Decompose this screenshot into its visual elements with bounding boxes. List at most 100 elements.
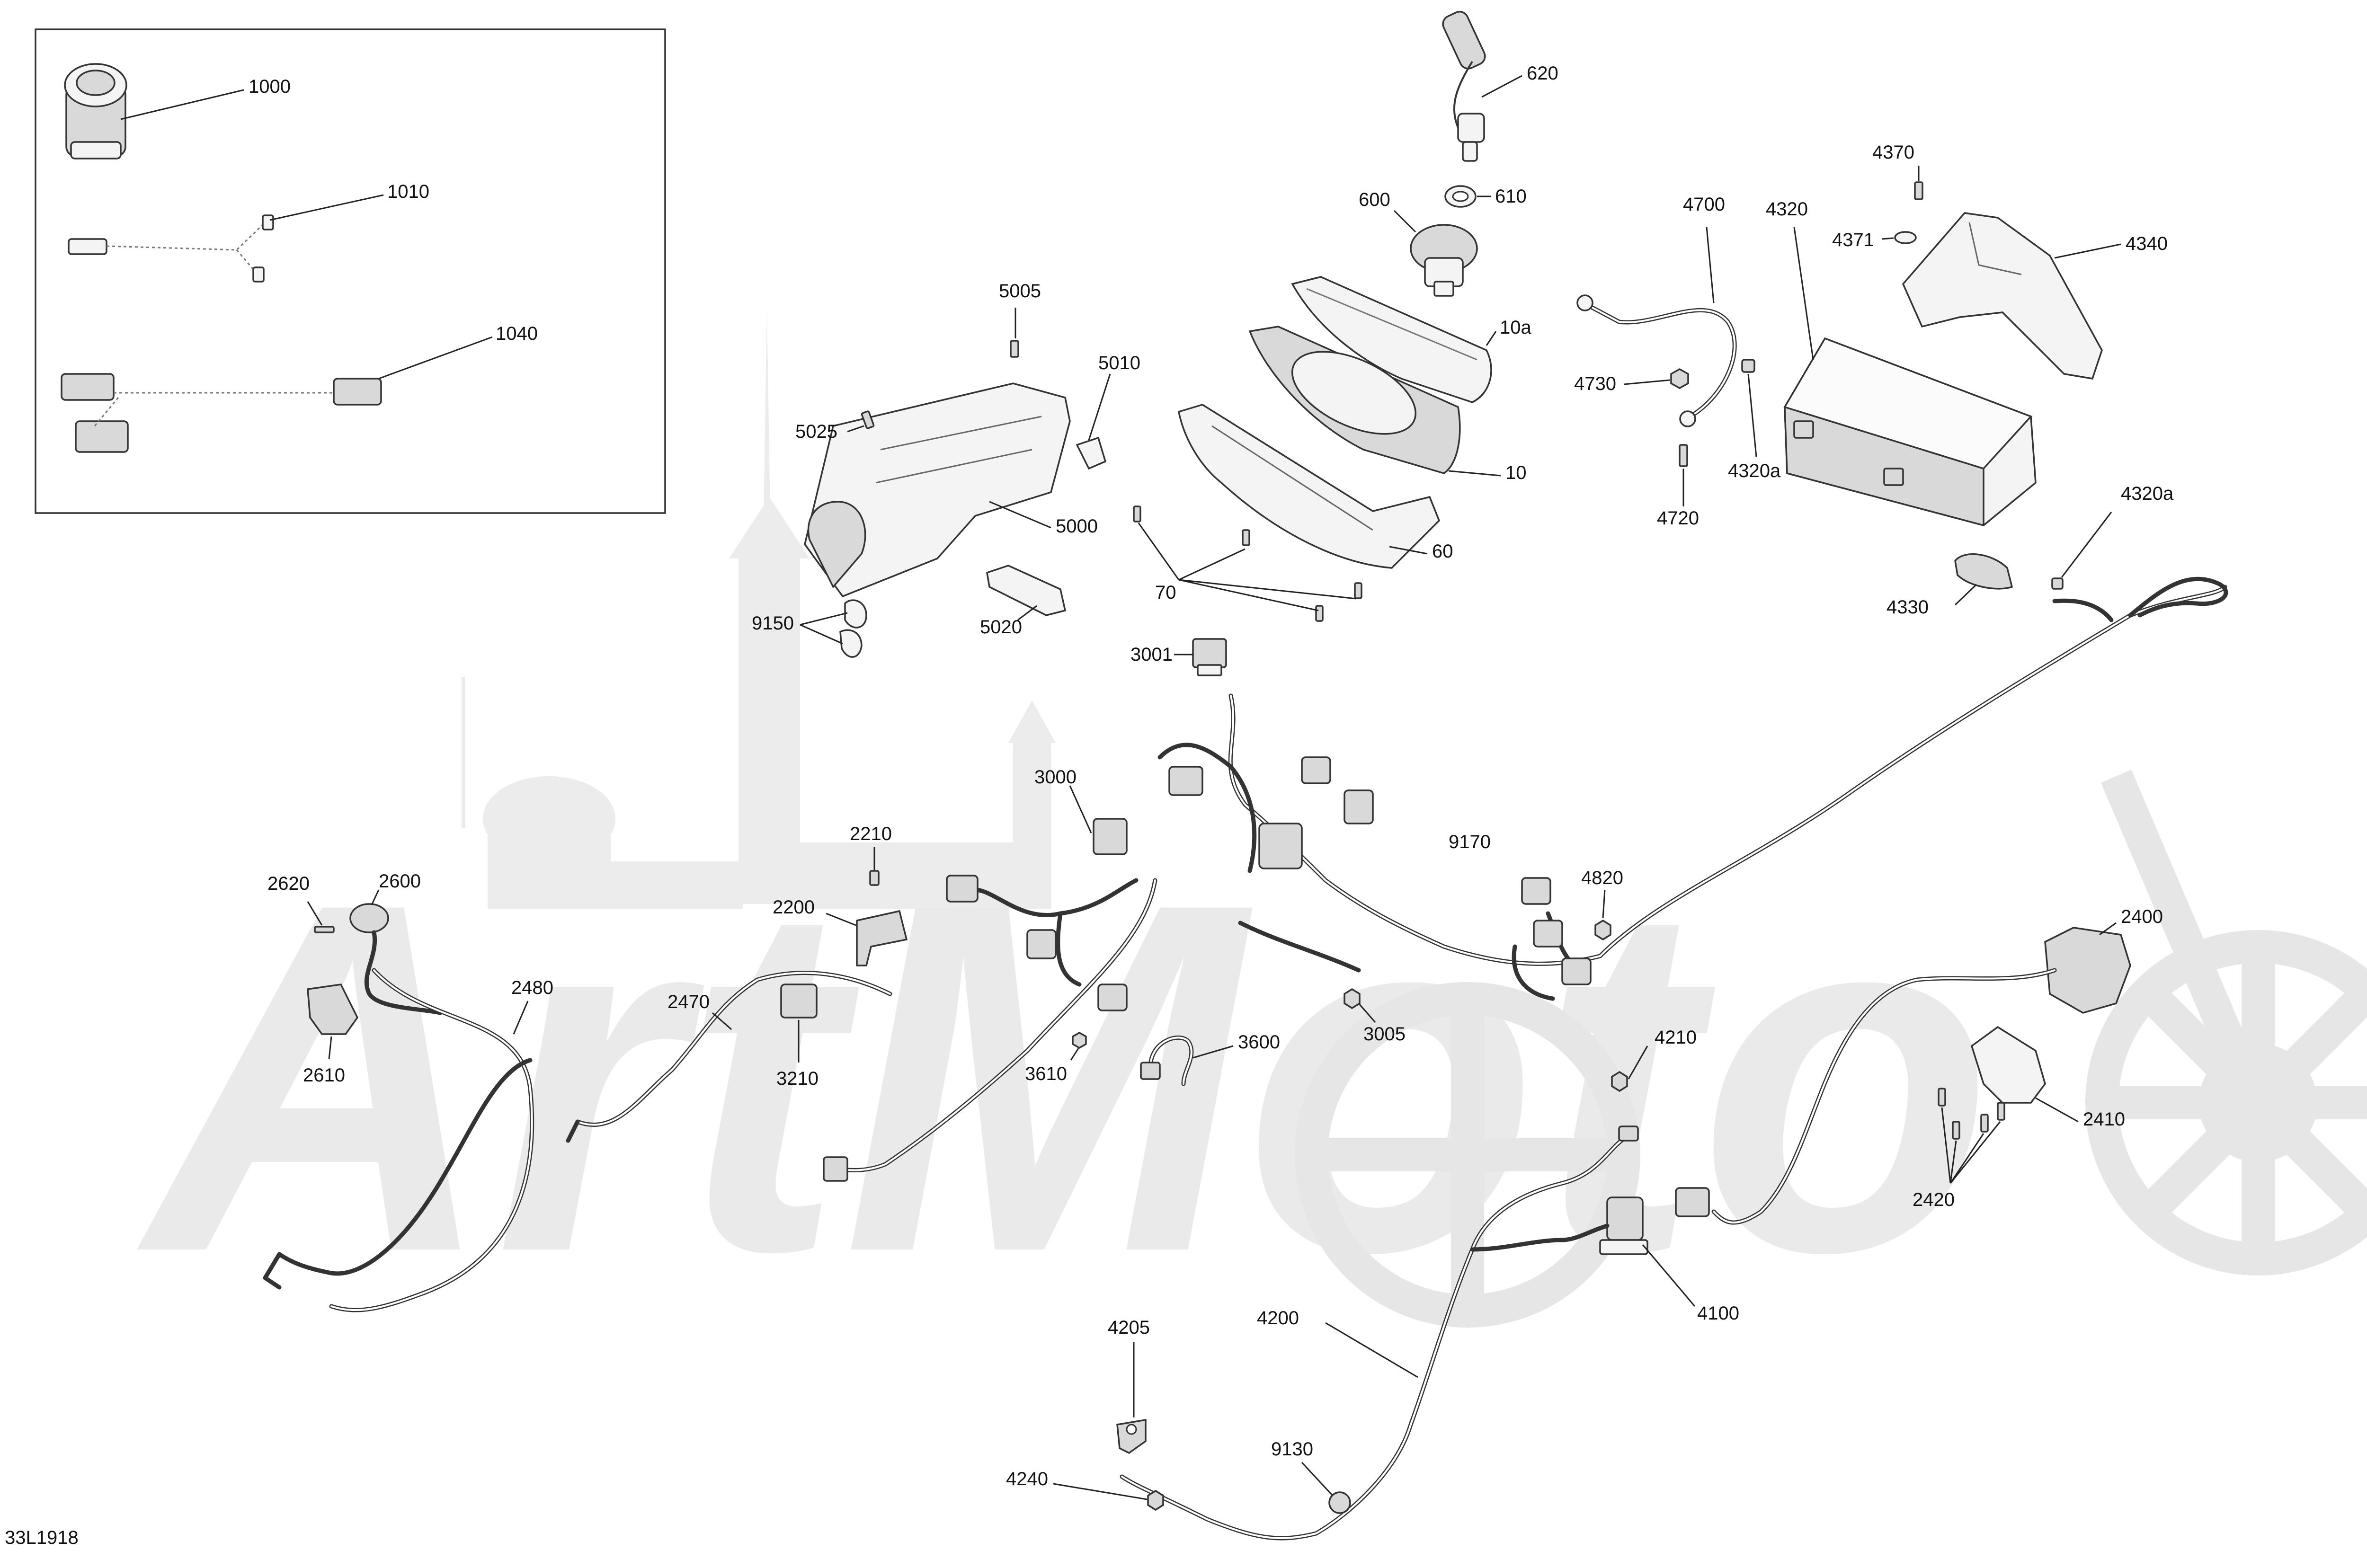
label-600: 600 <box>1359 189 1390 210</box>
label-2610: 2610 <box>303 1065 345 1086</box>
part-5025-screw <box>861 410 875 429</box>
label-2480: 2480 <box>511 977 553 998</box>
drawing-code: 33L1918 <box>5 1527 79 1548</box>
watermark-skyline <box>462 308 1056 909</box>
part-4720-bolt <box>1679 444 1688 467</box>
part-2200-sensor <box>856 910 908 966</box>
part-9130-clip <box>1328 1491 1351 1514</box>
part-5020-bracket <box>986 565 1067 616</box>
label-4205: 4205 <box>1108 1317 1150 1338</box>
label-3005: 3005 <box>1363 1024 1406 1045</box>
label-4370: 4370 <box>1872 142 1914 163</box>
part-10-gauge <box>1248 326 1461 474</box>
label-2620: 2620 <box>267 873 310 894</box>
label-4730: 4730 <box>1574 373 1616 394</box>
part-4340-bracket <box>1902 212 2103 380</box>
label-9130: 9130 <box>1271 1439 1313 1460</box>
part-4730-nut <box>1670 368 1689 390</box>
part-4240-nut <box>1147 1489 1164 1511</box>
label-4371: 4371 <box>1832 230 1874 250</box>
part-2420-screws <box>1938 1088 2005 1140</box>
part-5005-screw <box>1010 340 1019 358</box>
part-9170-harness <box>823 576 2228 1182</box>
part-1000-socket <box>64 63 127 159</box>
part-9150-grommets <box>839 599 867 658</box>
part-610-ring <box>1444 185 1477 208</box>
label-2200: 2200 <box>773 897 815 918</box>
label-2400: 2400 <box>2121 906 2163 927</box>
label-4320: 4320 <box>1766 199 1808 220</box>
label-4820: 4820 <box>1581 868 1623 888</box>
label-60: 60 <box>1432 541 1453 562</box>
part-4700-cable <box>1576 294 1737 427</box>
label-1000: 1000 <box>249 76 291 97</box>
label-620: 620 <box>1527 63 1558 84</box>
label-2410: 2410 <box>2083 1109 2125 1130</box>
label-2470: 2470 <box>667 992 710 1012</box>
label-4200: 4200 <box>1257 1308 1299 1329</box>
label-5005: 5005 <box>999 281 1041 301</box>
label-4100: 4100 <box>1697 1303 1739 1324</box>
part-3600-loop <box>1140 1035 1194 1086</box>
label-4240: 4240 <box>1006 1469 1048 1489</box>
part-2600-sensor <box>349 903 443 1015</box>
part-600-switch <box>1410 224 1478 297</box>
watermark-text: ArtMoto <box>132 799 1993 1355</box>
part-4320-battery <box>1783 337 2037 527</box>
label-70: 70 <box>1155 582 1176 603</box>
part-60-housing <box>1177 404 1441 569</box>
label-3600: 3600 <box>1238 1032 1280 1053</box>
part-4320a-nut-1 <box>1741 359 1755 373</box>
part-2470-harness <box>566 971 892 1143</box>
part-4820-nut <box>1594 919 1611 941</box>
part-2620-pin <box>314 926 335 933</box>
label-4320a-1: 4320a <box>1728 461 1781 481</box>
part-4205-terminal <box>1116 1418 1147 1454</box>
label-2420: 2420 <box>1913 1189 1955 1210</box>
part-4320a-nut-2 <box>2051 577 2064 590</box>
label-10: 10 <box>1505 462 1527 483</box>
label-5010: 5010 <box>1098 353 1140 373</box>
part-5000-tray <box>804 382 1071 598</box>
label-2210: 2210 <box>850 824 892 844</box>
label-4340: 4340 <box>2126 233 2168 254</box>
label-4720: 4720 <box>1657 508 1699 529</box>
part-2410-bracket <box>1970 1026 2046 1104</box>
label-3610: 3610 <box>1025 1063 1067 1084</box>
label-3000: 3000 <box>1034 767 1077 788</box>
label-610: 610 <box>1495 186 1527 207</box>
part-620-key <box>1442 10 1486 162</box>
part-2610-cover <box>307 983 359 1035</box>
watermark-wheel <box>1295 770 2367 1328</box>
part-3210-connector <box>780 983 818 1019</box>
part-3001-relay <box>1192 638 1227 676</box>
part-4330-cap <box>1954 553 2013 590</box>
part-2400-module <box>1675 927 2131 1225</box>
part-4100-solenoid <box>1599 1196 1648 1255</box>
part-3005-nut <box>1344 988 1361 1010</box>
label-4320a-2: 4320a <box>2121 483 2174 504</box>
label-9150: 9150 <box>752 613 794 634</box>
part-4200-cable <box>1120 1125 1639 1541</box>
part-1010-harness <box>68 214 274 283</box>
label-5000: 5000 <box>1056 516 1098 537</box>
part-10a-lens <box>1291 276 1492 403</box>
label-4700: 4700 <box>1683 194 1725 215</box>
label-4210: 4210 <box>1655 1027 1697 1048</box>
watermark: ArtMoto <box>132 308 2367 1355</box>
harness-connector <box>946 875 979 903</box>
part-2210-bolt <box>869 870 880 886</box>
part-1040-harness <box>61 373 382 453</box>
label-3001: 3001 <box>1130 644 1173 665</box>
part-5010-clip <box>1076 436 1107 470</box>
label-3210: 3210 <box>776 1068 819 1089</box>
label-2600: 2600 <box>379 871 421 892</box>
part-4370-bolt <box>1914 181 1923 200</box>
label-10a: 10a <box>1500 317 1531 338</box>
label-1040: 1040 <box>496 323 538 344</box>
inset-frame <box>35 28 666 514</box>
label-4330: 4330 <box>1886 597 1929 618</box>
part-4371-washer <box>1894 231 1917 244</box>
